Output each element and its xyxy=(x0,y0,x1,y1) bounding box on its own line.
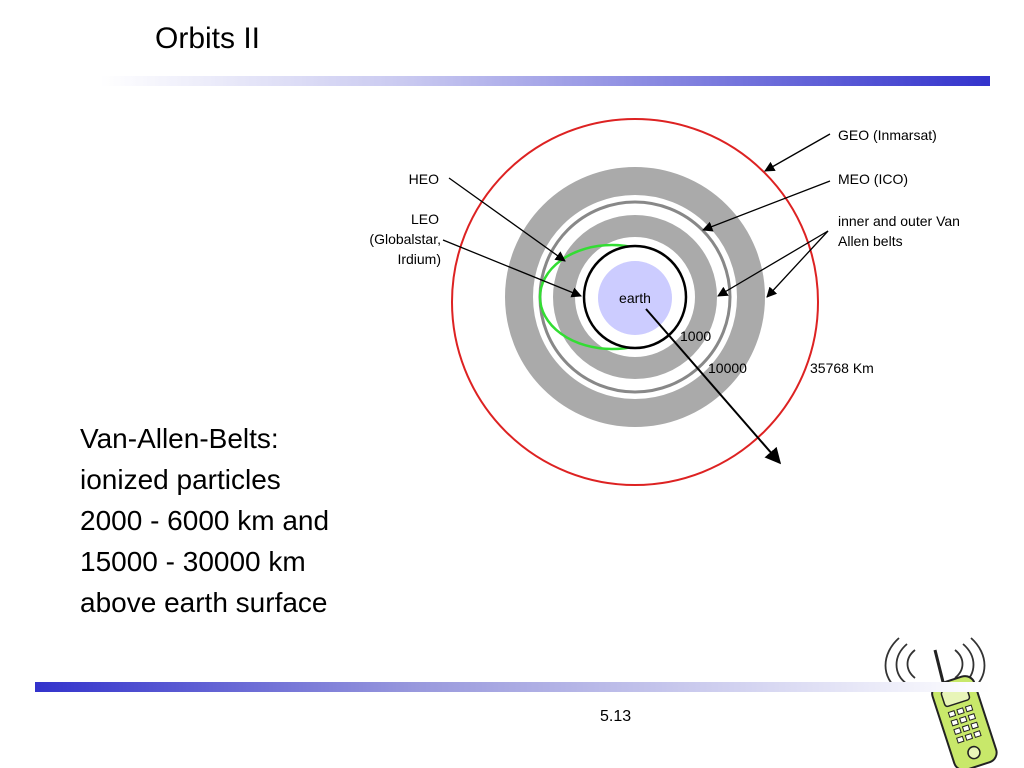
page-number: 5.13 xyxy=(600,708,632,725)
slide-title: Orbits II xyxy=(155,22,261,55)
heo-label: HEO xyxy=(409,171,439,187)
mobile-phone-icon xyxy=(884,637,998,768)
leo-label-line2: (Globalstar, xyxy=(369,231,441,247)
scale-35768-label: 35768 Km xyxy=(810,360,874,376)
leo-label-line3: Irdium) xyxy=(397,251,441,267)
leo-pointer-arrow xyxy=(442,239,582,298)
van-allen-description: Van-Allen-Belts: ionized particles 2000 … xyxy=(80,418,329,623)
geo-label: GEO (Inmarsat) xyxy=(838,127,937,143)
footer-bar xyxy=(35,682,990,692)
outer-van-allen-belt xyxy=(505,167,765,427)
van-allen-label-line1: inner and outer Van xyxy=(838,213,960,229)
body-text-line: ionized particles xyxy=(80,464,281,495)
scale-1000-label: 1000 xyxy=(680,328,711,344)
heo-pointer-arrow xyxy=(448,177,566,262)
van-allen-label-line2: Allen belts xyxy=(838,233,903,249)
geo-pointer-arrow xyxy=(764,133,831,172)
body-text-line: Van-Allen-Belts: xyxy=(80,423,279,454)
inner-van-allen-belt xyxy=(553,215,717,379)
meo-label: MEO (ICO) xyxy=(838,171,908,187)
scale-10000-label: 10000 xyxy=(708,360,747,376)
earth-label: earth xyxy=(619,290,651,306)
body-text-line: 2000 - 6000 km and xyxy=(80,505,330,536)
title-underline-bar xyxy=(100,76,990,86)
leo-label-line1: LEO xyxy=(411,211,439,227)
radius-scale-arrow xyxy=(645,308,782,465)
geo-orbit xyxy=(451,118,819,486)
van-allen-outer-arrow xyxy=(766,230,829,298)
body-text-line: 15000 - 30000 km xyxy=(80,546,306,577)
meo-pointer-arrow xyxy=(702,180,831,232)
body-text-line: above earth surface xyxy=(80,587,328,618)
van-allen-inner-arrow xyxy=(717,230,829,297)
